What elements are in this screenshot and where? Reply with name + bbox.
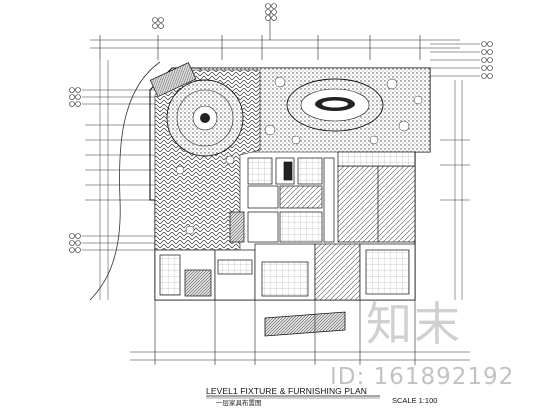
drawing-title: LEVEL1 FIXTURE & FURNISHING PLAN <box>206 386 367 396</box>
grid-lines-left <box>82 60 160 300</box>
grid-lines-right <box>430 43 480 300</box>
furniture-circles <box>175 76 423 235</box>
core-rooms <box>229 157 335 243</box>
grid-bubbles-right <box>481 41 493 79</box>
drawing-scale: SCALE 1:100 <box>392 396 438 405</box>
grid-bubbles-left <box>69 87 81 253</box>
ramp <box>264 311 346 337</box>
grid-bubbles-top <box>152 3 277 40</box>
drawing-subtitle: 一层家具布置图 <box>216 400 262 407</box>
dimension-lines-top <box>90 35 460 60</box>
round-lounge <box>166 79 244 157</box>
watermark-id: ID: 161892192 <box>330 364 515 390</box>
site-boundary-curve <box>89 61 161 301</box>
lower-rooms <box>154 243 416 301</box>
dimension-lines-bottom <box>130 300 470 365</box>
oval-feature <box>286 78 384 132</box>
retail-wing <box>337 151 416 243</box>
entrance-canopy <box>149 62 197 98</box>
watermark-brand: 知末 <box>366 297 462 351</box>
